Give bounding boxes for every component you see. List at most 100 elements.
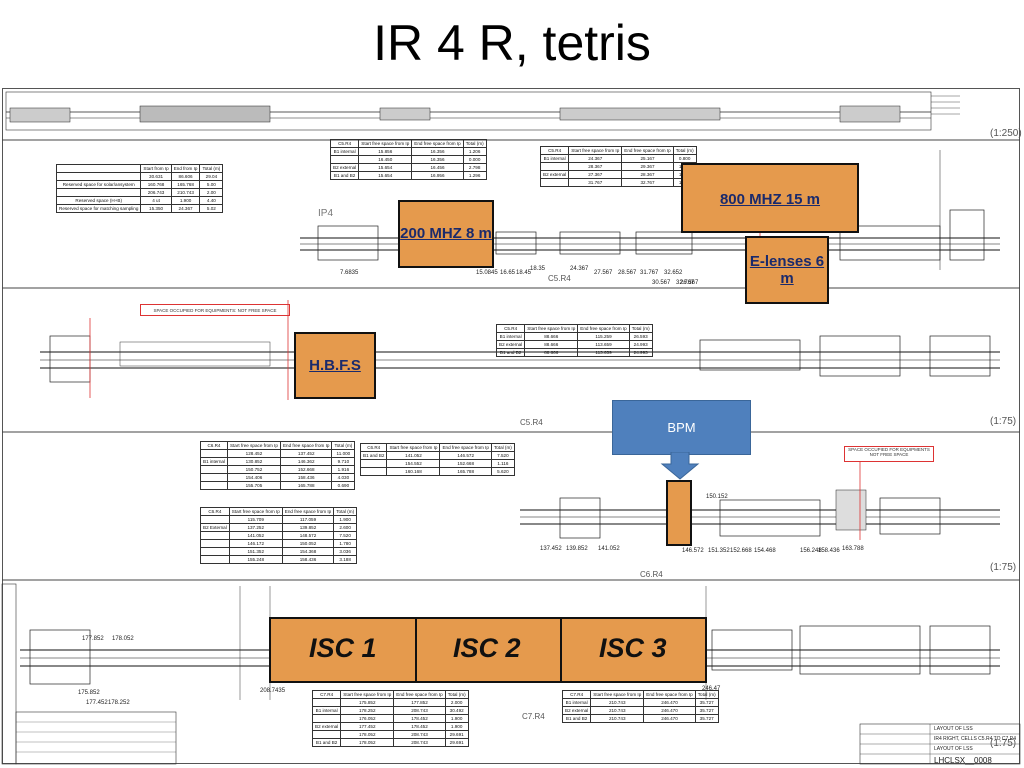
ip4-label: IP4 [318,208,334,219]
dimension-label: 137.452 [540,546,562,552]
table-cell: 155.705 [226,481,281,490]
table-cell: 246.470 [643,714,696,723]
scale-label: (1:75) [990,738,1017,749]
table-cell: B1 internal [329,147,360,156]
table-header-cell: Total (m) [199,164,224,173]
dimension-label: 178.252 [108,700,130,706]
table-cell: B2 external [561,706,592,715]
table-cell: B2 External [200,523,230,532]
hbfs-box: H.B.F.S [294,332,376,399]
dimension-label: 177.852 [82,636,104,642]
table-header-cell: End free space from Ip [411,139,464,148]
table-header-cell: C7.R4 [311,690,342,699]
table-cell: 117.059 [281,515,335,524]
isc-divider [415,617,417,683]
table-cell: 178.052 [340,738,395,747]
table-cell: 139.852 [281,523,335,532]
space-occupied-note: SPACE OCCUPIED FOR EQUIPMENTS: NOT FREE … [140,304,290,316]
table-cell: 16.450 [358,155,413,164]
table-cell [200,539,230,548]
table-cell: 146.362 [279,457,333,466]
scale-label: (1:75) [990,416,1017,427]
table-cell: 154.552 [386,459,441,468]
table-cell: 35.727 [694,698,719,707]
table-header-cell: Start free space from Ip [340,690,395,699]
table-cell: B1 internal [495,332,526,341]
table-cell: 24.993 [628,348,653,357]
table-cell: B2 external [311,722,342,731]
table-cell: 177.852 [393,698,446,707]
dimension-label: 27.567 [594,270,613,276]
table-cell: 28.367 [621,170,674,179]
table-header-cell: Total (m) [628,324,653,333]
dimension-label: 246.47 [702,686,721,692]
table-cell: 29.691 [444,738,469,747]
table-cell: 148.572 [281,531,335,540]
dimension-label: 16.65 [500,270,516,276]
table-cell [359,459,388,468]
table-cell [311,730,342,739]
table-cell: 165.788 [279,481,333,490]
isc-zone-box [269,617,707,683]
table-cell: 2.798 [462,163,487,172]
table-cell: 160.168 [386,467,441,476]
table-header-cell: C6.R4 [200,441,228,450]
table-cell: 146.172 [228,539,283,548]
table-cell: 0.690 [331,481,356,490]
table-cell: 1.900 [170,196,201,205]
bpm-label: BPM [667,420,696,435]
table-header-cell: Total (m) [331,441,356,450]
hbfs-label: H.B.F.S [309,356,361,374]
table-cell: 177.452 [340,722,395,731]
space-occupied-note: SPACE OCCUPIED FOR EQUIPMENTS NOT FREE S… [844,446,934,462]
table-cell: 30.492 [444,706,469,715]
title-block-text: IR4 RIGHT, CELLS C5.R4 TO C7.R4 [934,736,1017,742]
table-cell: 146.572 [439,451,492,460]
drawing-number: LHCLSX__0008 [934,756,992,765]
dimension-label: 24.367 [570,266,589,272]
table-header-cell [55,164,142,173]
table-cell: 137.252 [228,523,283,532]
table-cell: 26.593 [628,332,653,341]
table-cell: B2 external [329,163,360,172]
table-header-cell: C6.R4 [200,507,230,516]
table-header-cell: Start free space from Ip [228,507,283,516]
table-cell: 246.470 [643,698,696,707]
table-cell: 115.259 [577,332,630,341]
table-cell: 208.743 [393,730,446,739]
table-cell: 158.436 [281,555,335,564]
table-cell: 178.452 [393,714,446,723]
table-header-cell: Total (m) [672,146,697,155]
table-cell: 210.743 [170,188,201,197]
slide-title: IR 4 R, tetris [373,15,651,71]
table-cell: 5.620 [490,467,515,476]
isc-divider [560,617,562,683]
table-cell: 1.900 [333,515,358,524]
bpm-callout: BPM [612,400,751,455]
table-cell: 246.470 [643,706,696,715]
dimension-label: 26.367 [680,280,699,286]
table-cell: 88.666 [524,348,579,357]
table-header-cell: Total (m) [333,507,358,516]
table-cell [200,515,230,524]
